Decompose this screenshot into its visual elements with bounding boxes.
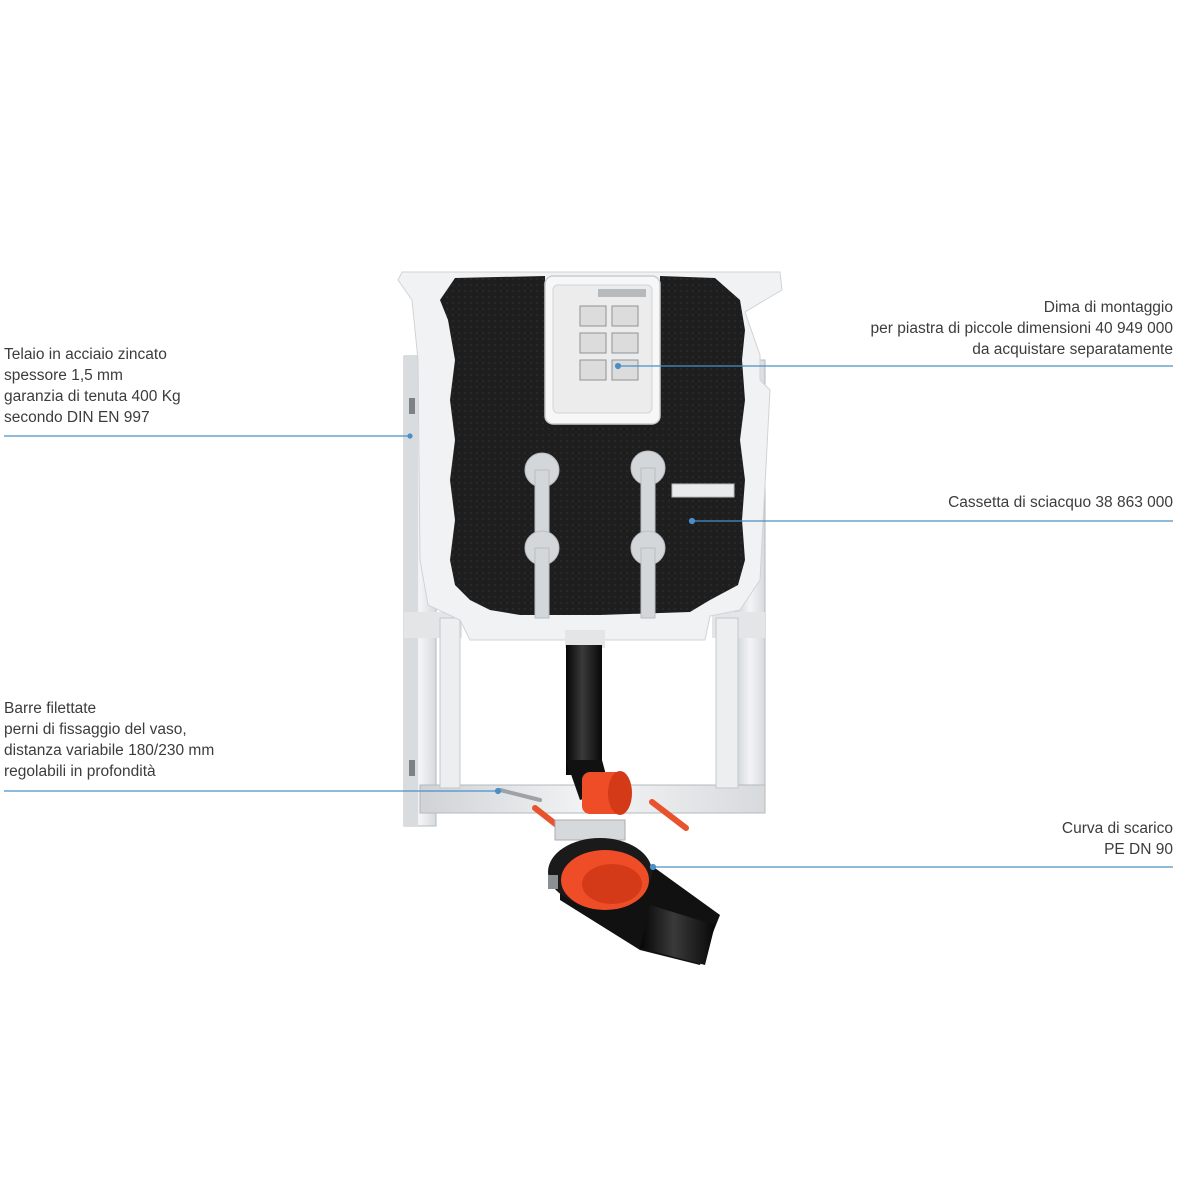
callout-frame-line-4: secondo DIN EN 997 (4, 409, 150, 426)
callout-template: Dima di montaggio per piastra di piccole… (871, 297, 1173, 360)
mounting-template (544, 275, 661, 425)
callout-rods-line-1: Barre filettate (4, 700, 97, 717)
callout-frame: Telaio in acciaio zincato spessore 1,5 m… (4, 344, 181, 428)
leader-lines (4, 362, 1173, 871)
callout-template-line-3: da acquistare separatamente (972, 341, 1173, 358)
callout-bend-line-1: Curva di scarico (1061, 820, 1173, 837)
callout-bend: Curva di scarico PE DN 90 (1062, 818, 1173, 860)
callout-cistern-line-1: Cassetta di sciacquo 38 863 000 (948, 494, 1173, 511)
callout-frame-line-3: garanzia di tenuta 400 Kg (4, 388, 181, 405)
callout-template-line-2: per piastra di piccole dimensioni 40 949… (870, 320, 1173, 337)
callout-bend-line-2: PE DN 90 (1104, 841, 1173, 858)
callout-rods-line-3: distanza variabile 180/230 mm (4, 742, 215, 759)
callout-frame-line-2: spessore 1,5 mm (4, 367, 123, 384)
callout-rods: Barre filettate perni di fissaggio del v… (4, 698, 214, 782)
callout-frame-line-1: Telaio in acciaio zincato (4, 346, 167, 363)
cistern-body (440, 276, 745, 615)
callout-rods-line-4: regolabili in profondità (4, 763, 156, 780)
drain-bend (548, 819, 720, 965)
callout-cistern: Cassetta di sciacquo 38 863 000 (948, 492, 1173, 513)
upper-plug (582, 771, 632, 815)
callout-template-line-1: Dima di montaggio (1043, 299, 1173, 316)
callout-rods-line-2: perni di fissaggio del vaso, (4, 721, 187, 738)
cistern-openings (524, 450, 735, 619)
threaded-rods (498, 788, 689, 831)
